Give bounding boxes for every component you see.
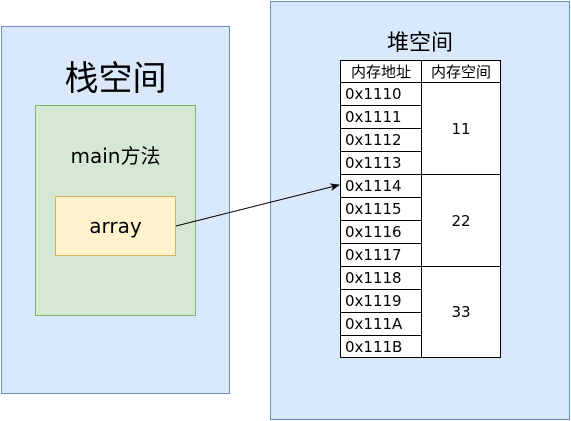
address-cell: 0x1110 <box>341 83 421 106</box>
address-cell: 0x1117 <box>341 244 421 267</box>
address-cell: 0x1112 <box>341 129 421 152</box>
column-divider <box>421 61 422 357</box>
address-cell: 0x111B <box>345 338 403 356</box>
memory-value-cell: 33 <box>451 303 471 321</box>
heap-memory-table: 内存地址 内存空间 0x1110 0x1111 0x1112 0x1113 0x… <box>340 60 501 358</box>
array-variable: array <box>55 196 176 256</box>
address-cell: 0x111A <box>341 313 421 336</box>
stack-space-title: 栈空间 <box>64 59 167 99</box>
address-cell: 0x1114 <box>341 175 421 198</box>
header-memory-address: 内存地址 <box>341 61 421 83</box>
address-cell: 0x1116 <box>341 221 421 244</box>
memory-value-cell: 11 <box>422 83 500 175</box>
address-cell: 0x1119 <box>341 290 421 313</box>
address-cell: 0x1115 <box>341 198 421 221</box>
memory-value-cell: 22 <box>422 175 500 267</box>
array-variable-label: array <box>89 214 142 238</box>
address-cell: 0x1113 <box>341 152 421 175</box>
main-method-label: main方法 <box>70 144 161 168</box>
address-cell: 0x1111 <box>341 106 421 129</box>
heap-space-title: 堆空间 <box>386 31 453 56</box>
address-cell: 0x1118 <box>341 267 421 290</box>
header-memory-space: 内存空间 <box>422 61 500 83</box>
